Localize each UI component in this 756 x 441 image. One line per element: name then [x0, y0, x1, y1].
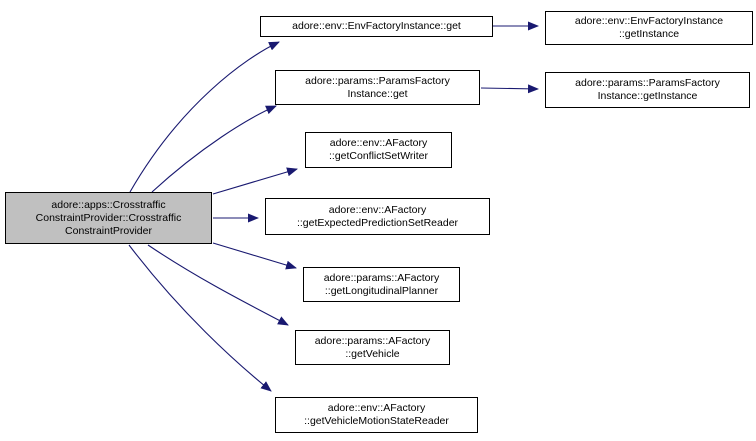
- edge-main-to-get-vehicle: [147, 244, 289, 326]
- node-params-factory-instance-getinstance[interactable]: adore::params::ParamsFactory Instance::g…: [545, 72, 750, 108]
- node-params-factory-instance-get[interactable]: adore::params::ParamsFactory Instance::g…: [275, 70, 480, 105]
- edge-main-to-params-factory-get: [151, 105, 277, 193]
- node-get-vehicle-motion-state-reader[interactable]: adore::env::AFactory ::getVehicleMotionS…: [275, 397, 478, 433]
- node-get-vehicle[interactable]: adore::params::AFactory ::getVehicle: [295, 330, 450, 365]
- edge-params-get-to-params-getinstance: [480, 84, 539, 94]
- edge-main-to-env-factory-get: [129, 41, 280, 193]
- node-get-conflict-set-writer[interactable]: adore::env::AFactory ::getConflictSetWri…: [305, 132, 452, 168]
- edge-main-to-get-conflict-set-writer: [212, 167, 298, 195]
- edge-main-to-get-vehicle-motion-state-reader: [128, 244, 272, 392]
- node-get-longitudinal-planner[interactable]: adore::params::AFactory ::getLongitudina…: [303, 267, 460, 302]
- edge-main-to-get-longitudinal-planner: [212, 242, 297, 270]
- node-crosstraffic-constraint-provider: adore::apps::Crosstraffic ConstraintProv…: [5, 192, 212, 244]
- node-env-factory-instance-getinstance[interactable]: adore::env::EnvFactoryInstance ::getInst…: [545, 11, 753, 45]
- node-get-expected-prediction-set-reader[interactable]: adore::env::AFactory ::getExpectedPredic…: [265, 198, 490, 235]
- node-env-factory-instance-get[interactable]: adore::env::EnvFactoryInstance::get: [260, 16, 493, 37]
